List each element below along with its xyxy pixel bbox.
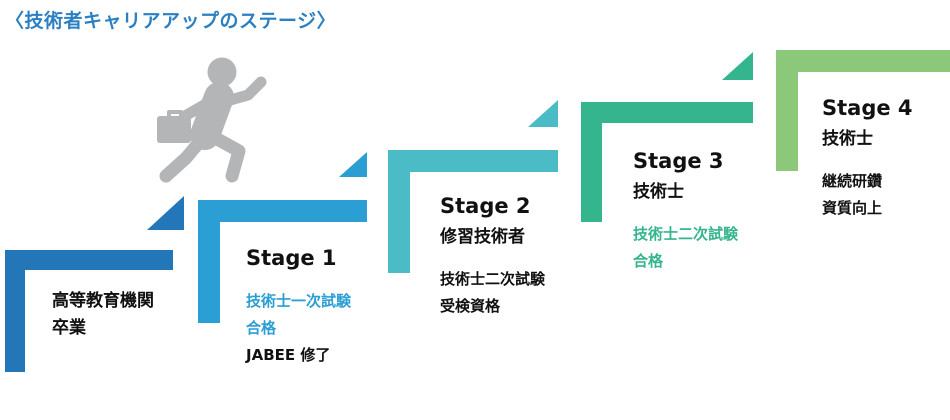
person-torso	[190, 82, 234, 150]
step-up-triangle-icon	[528, 100, 558, 127]
stage4-subtitle: 技術士	[822, 129, 873, 149]
stage1-detail-line1: JABEE 修了	[246, 346, 331, 364]
base-step-label: 高等教育機関 卒業	[52, 288, 154, 342]
stage2-detail-line1: 技術士二次試験	[440, 270, 546, 288]
step-up-triangle-icon	[722, 52, 753, 80]
stage2-subtitle: 修習技術者	[440, 227, 525, 247]
stage1-accent-line2: 合格	[246, 319, 277, 337]
stage1-accent-line1: 技術士一次試験	[246, 292, 352, 310]
briefcase-icon	[157, 116, 191, 143]
person-front-leg	[203, 128, 246, 183]
stage3-accent-line2: 合格	[633, 252, 664, 270]
stage3-text-block: Stage 3 技術士 技術士二次試験 合格	[633, 149, 823, 275]
stage3-title: Stage 3	[633, 149, 724, 173]
stage4-text-block: Stage 4 技術士 継続研鑽 資質向上	[822, 96, 950, 222]
step-up-triangle-icon	[147, 196, 184, 230]
person-front-arm	[179, 95, 217, 122]
stage3-accent-line1: 技術士二次試験	[633, 225, 739, 243]
stage2-title: Stage 2	[440, 194, 531, 218]
running-person-icon	[157, 57, 267, 183]
person-back-leg	[159, 132, 209, 183]
base-step-line2: 卒業	[52, 318, 86, 338]
stage4-detail-line2: 資質向上	[822, 199, 883, 217]
stage3-subtitle: 技術士	[633, 182, 684, 202]
stage4-detail-line1: 継続研鑽	[822, 172, 883, 190]
stage1-text-block: Stage 1 技術士一次試験 合格 JABEE 修了	[246, 246, 436, 369]
stage2-step-shape	[388, 150, 558, 273]
person-back-arm	[221, 76, 267, 107]
step-up-triangle-icon	[339, 152, 367, 177]
base-step-line1: 高等教育機関	[52, 291, 154, 311]
person-head	[207, 57, 237, 87]
base-step-shape	[5, 250, 173, 372]
stage2-text-block: Stage 2 修習技術者 技術士二次試験 受検資格	[440, 194, 630, 320]
stage3-step-shape	[581, 102, 753, 222]
stage1-title: Stage 1	[246, 246, 337, 270]
briefcase-handle	[167, 110, 183, 119]
stage1-step-shape	[198, 200, 367, 323]
stage2-detail-line2: 受検資格	[440, 297, 501, 315]
stage4-step-shape	[776, 50, 950, 171]
diagram-title: 〈技術者キャリアアップのステージ〉	[5, 10, 337, 32]
stage4-title: Stage 4	[822, 96, 913, 120]
